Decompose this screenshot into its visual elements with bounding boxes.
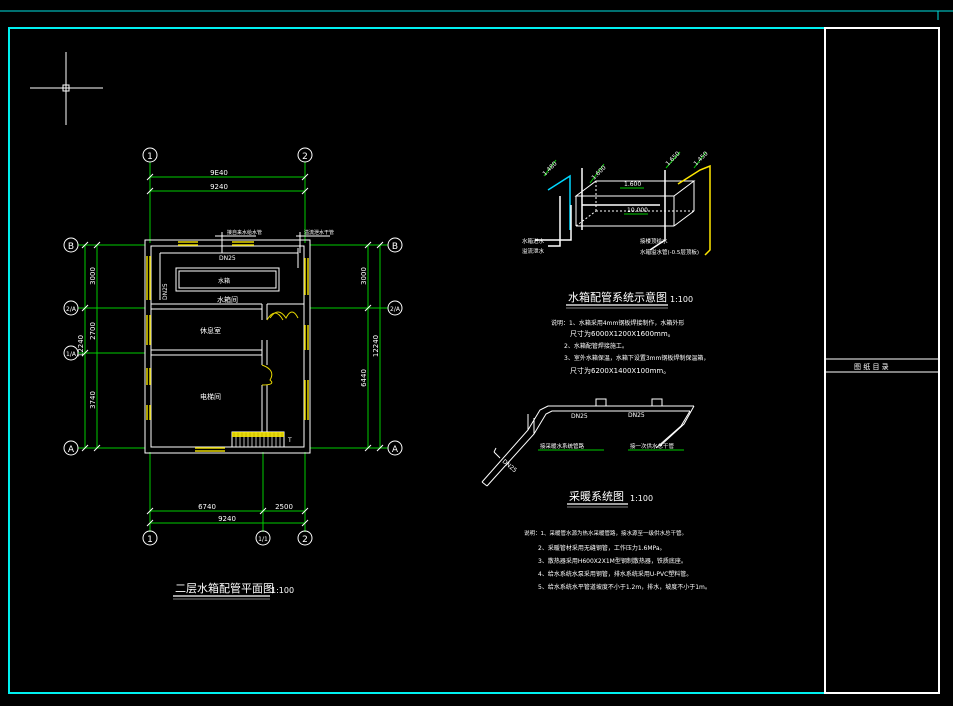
heating-label-1: 接采暖水系统管路	[540, 442, 585, 450]
label-tank: 水箱	[218, 277, 230, 285]
label-pipe-dn25: DN25	[219, 255, 236, 262]
tank-pipes	[535, 164, 711, 256]
dim-left-1: 3000	[89, 267, 97, 285]
heating-note-4: 4、给水系统水泵采用钢管，排水系统采用U-PVC塑料管。	[538, 570, 692, 578]
elev-2: 1.600	[590, 164, 607, 181]
note-supply-pipe: 接自来水给水管	[227, 229, 262, 236]
label-pipe-dn25-vertical: DN25	[162, 283, 169, 300]
tank-note-5: 尺寸为6200X1400X100mm。	[570, 366, 670, 375]
plan-doors	[261, 311, 299, 386]
tank-box	[574, 180, 696, 227]
plan-title: 二层水箱配管平面图	[175, 581, 274, 595]
tank-label-l1: 水箱进水	[522, 237, 545, 245]
note-overflow-pipe: 溢流泄水干管	[304, 229, 334, 236]
heating-title: 采暖系统图	[569, 490, 624, 503]
dim-left-3: 3740	[89, 391, 97, 409]
tank-note-3: 2、水箱配管焊接施工。	[564, 342, 628, 350]
plan-windows	[146, 241, 309, 452]
heating-note-5: 5、给水系统水平管道坡度不小于1.2m，排水，坡度不小于1m。	[538, 583, 711, 591]
heating-label-2: 接一次供水总干管	[630, 442, 675, 450]
plan-walls	[144, 239, 311, 454]
tank-label-r2: 水箱溢水管(-0.5层顶板)	[640, 248, 699, 256]
stair-mark: T	[287, 437, 292, 444]
elev-1: 1.480	[541, 160, 558, 177]
tank-label-l2: 溢流泄水	[522, 247, 545, 255]
heating-pipe-1: DN25	[571, 413, 588, 420]
label-lounge: 休息室	[200, 326, 221, 335]
plan-pipes	[159, 232, 330, 300]
heating-note-3: 3、散热器采用H600X2X1M型钢制散热器，铁质底座。	[538, 557, 687, 565]
axis-left-1A: 1/A	[66, 351, 77, 358]
title-block-frame	[824, 27, 940, 694]
dimension-ticks	[81, 173, 384, 527]
axis-right-A: A	[392, 445, 399, 455]
tank-system-title: 水箱配管系统示意图	[568, 290, 667, 304]
dim-bottom-b: 2500	[275, 503, 293, 511]
dim-bottom-total: 9240	[218, 515, 236, 523]
heating-pipes	[481, 398, 695, 487]
elev-5: 1.450	[692, 150, 709, 167]
tank-system-diagram: 1.480 1.600 1.650 1.450 1.600 10.000 水箱进…	[522, 150, 711, 375]
title-block-text: 图 纸 目 录	[854, 362, 889, 371]
label-tank-room: 水箱间	[217, 295, 238, 304]
dim-bottom-a: 6740	[198, 503, 216, 511]
plan-scale: 1:100	[271, 586, 294, 595]
dim-right-1: 3000	[360, 267, 368, 285]
dim-left-total: 12240	[77, 335, 85, 357]
label-elevator-room: 电梯间	[200, 392, 221, 401]
axis-right-2A: 2/A	[390, 306, 401, 313]
dim-right-total: 12240	[372, 335, 380, 357]
axis-right-B: B	[392, 242, 398, 252]
stair-highlight	[232, 432, 284, 437]
axis-left-B: B	[68, 242, 74, 252]
axis-left-2A: 2/A	[66, 306, 77, 313]
dim-right-2: 6440	[360, 369, 368, 387]
tank-note-2: 尺寸为6000X1200X1600mm。	[570, 329, 675, 338]
floor-plan: 9E40 9240 6740 2500 9240 3000 2700 3740 …	[63, 147, 403, 600]
heating-note-2: 2、采暖管材采用无缝钢管，工作压力1.6MPa。	[538, 544, 666, 552]
plan-axis-lines	[78, 162, 388, 532]
heating-system-diagram: DN25 DN25 DN25 接采暖水系统管路 接一次供水总干管 采暖系统图 1…	[481, 398, 711, 591]
heating-pipe-2: DN25	[628, 412, 645, 419]
dim-top-2: 9240	[210, 183, 228, 191]
tank-system-scale: 1:100	[670, 295, 693, 304]
axis-bottom-1-1: 1/1	[258, 536, 268, 543]
tank-note-1: 说明：1、水箱采用4mm钢板焊接制作，水箱外形	[551, 319, 684, 327]
elevation-leaders	[543, 151, 707, 215]
axis-bubble-circles	[63, 147, 403, 546]
tank-note-4: 3、室外水箱保温，水箱下设置3mm钢板焊制保温箱，	[564, 354, 709, 362]
heating-scale: 1:100	[630, 494, 653, 503]
dim-left-2: 2700	[89, 322, 97, 340]
axis-top-2: 2	[302, 152, 308, 162]
heating-pipe-3: DN25	[501, 458, 518, 474]
elev-3: 1.600	[624, 181, 641, 188]
heating-note-1: 说明：1、采暖管水源为热水采暖管路，接水源至一级供水总干管。	[524, 529, 687, 537]
axis-top-1: 1	[147, 152, 153, 162]
axis-bottom-2: 2	[302, 535, 308, 545]
axis-bottom-1: 1	[147, 535, 153, 545]
crosshair-cursor	[30, 52, 103, 125]
axis-left-A: A	[68, 445, 75, 455]
dim-top-1: 9E40	[210, 169, 228, 177]
tank-label-r1: 接楼顶给水	[640, 237, 668, 245]
elev-6: 10.000	[627, 207, 648, 214]
